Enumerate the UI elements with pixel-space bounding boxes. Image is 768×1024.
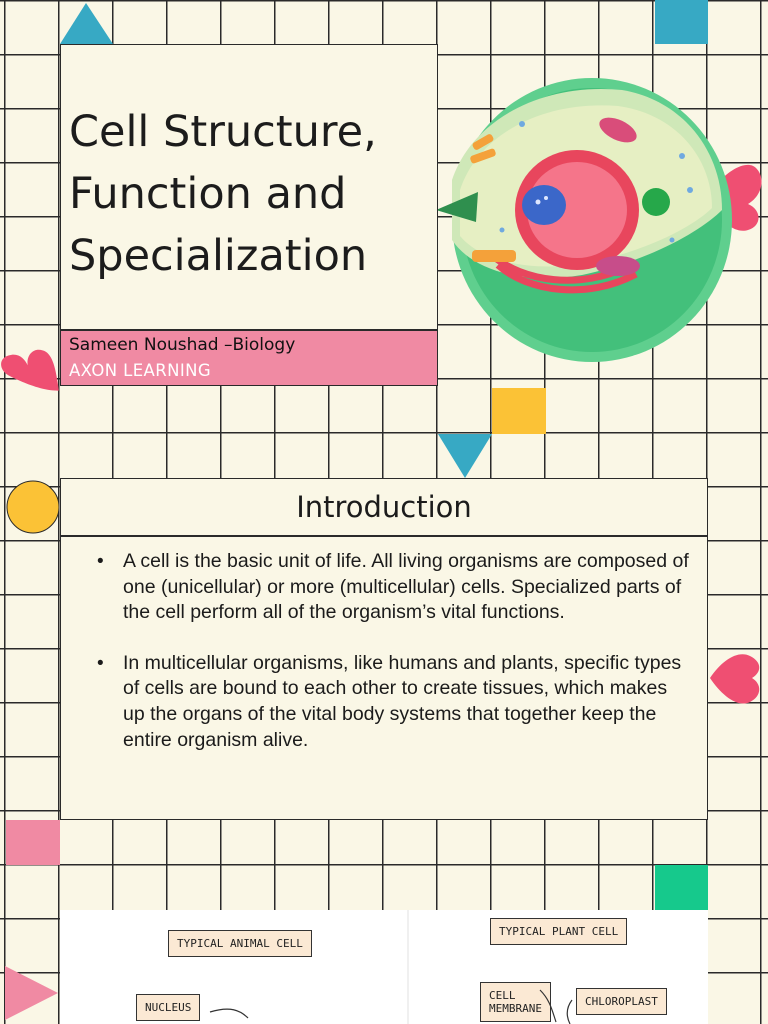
title-line-1: Cell Structure,: [69, 107, 377, 157]
mitochondria: [596, 117, 640, 276]
cell-membrane-line-2: MEMBRANE: [489, 1002, 542, 1015]
cell-membrane-line-1: CELL: [489, 989, 516, 1002]
teal-triangle-shape: [60, 3, 113, 44]
title-line-3: Specialization: [69, 231, 368, 281]
nucleus-label: NUCLEUS: [136, 994, 201, 1021]
nucleolus: [522, 185, 566, 225]
intro-bullet-2: In multicellular organisms, like humans …: [61, 651, 701, 753]
intro-heading: Introduction: [296, 490, 472, 524]
yellow-square-shape: [492, 388, 546, 434]
diagram-sketch-lines: [209, 910, 573, 1024]
teal-down-triangle-shape: [438, 434, 492, 478]
intro-bullet-1: A cell is the basic unit of life. All li…: [61, 549, 701, 626]
cell-membrane-label: CELL MEMBRANE: [480, 982, 551, 1022]
heart-shape-right-mid: [710, 654, 760, 704]
intro-heading-panel: Introduction: [60, 478, 708, 536]
green-organelle: [642, 188, 670, 216]
yellow-circle-shape: [6, 480, 60, 534]
title-line-2: Function and: [69, 169, 347, 219]
intro-body-panel: A cell is the basic unit of life. All li…: [60, 536, 708, 820]
intro-bullet-list: A cell is the basic unit of life. All li…: [61, 549, 701, 778]
green-square-shape: [655, 865, 708, 910]
org-line: AXON LEARNING: [69, 361, 212, 380]
golgi-orange: [470, 134, 516, 262]
chloroplast-label: CHLOROPLAST: [576, 988, 667, 1015]
plant-cell-label: TYPICAL PLANT CELL: [490, 918, 628, 945]
animal-cell-label: TYPICAL ANIMAL CELL: [168, 930, 312, 957]
pink-right-triangle-shape: [5, 966, 58, 1020]
author-line: Sameen Noushad –Biology: [69, 335, 296, 355]
heart-shape-left: [1, 349, 59, 391]
author-band: Sameen Noushad –Biology AXON LEARNING: [60, 330, 438, 386]
teal-square-shape: [655, 0, 708, 44]
cell-diagram-panel: TYPICAL ANIMAL CELL TYPICAL PLANT CELL N…: [60, 910, 708, 1024]
cell-illustration: [436, 78, 732, 362]
pink-square-shape: [6, 820, 60, 865]
